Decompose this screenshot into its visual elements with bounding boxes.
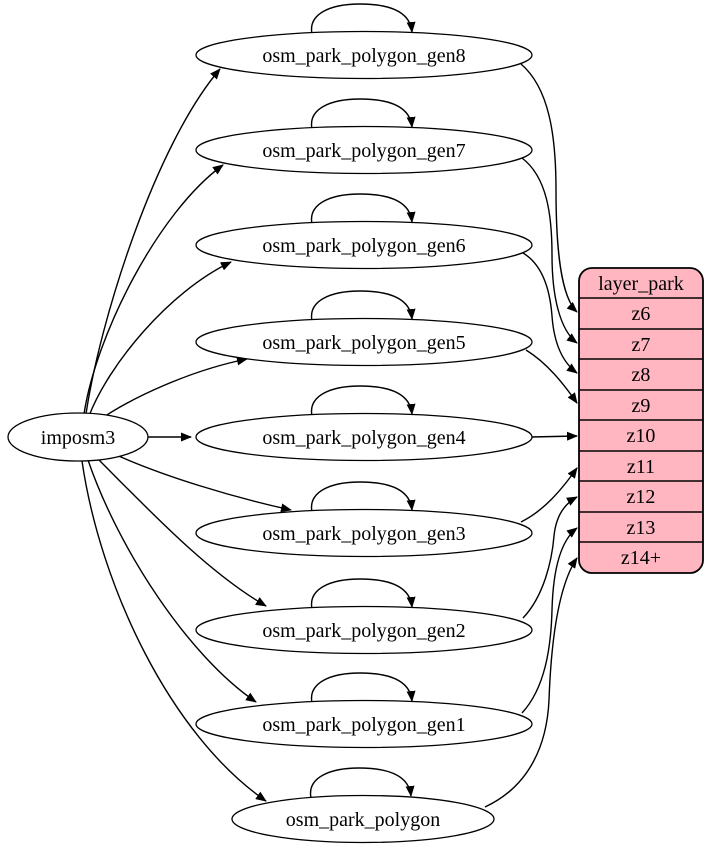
zoom-row-z13: z13 — [627, 517, 656, 539]
self-loop-gen5 — [310, 290, 416, 322]
edge-gen2-to-z12 — [522, 496, 578, 619]
node-osm-park-polygon-gen7: osm_park_polygon_gen7 — [195, 125, 533, 175]
gen3-label: osm_park_polygon_gen3 — [262, 523, 465, 545]
imposm3-ellipse — [7, 412, 149, 462]
gen6-ellipse — [195, 220, 533, 270]
node-osm-park-polygon-gen2: osm_park_polygon_gen2 — [195, 605, 533, 655]
gen7-ellipse — [195, 125, 533, 175]
node-osm-park-polygon-gen3: osm_park_polygon_gen3 — [195, 508, 533, 558]
edge-gen1-to-z13 — [521, 527, 578, 714]
zoom-row-z14: z14+ — [621, 547, 661, 569]
gen1-label: osm_park_polygon_gen1 — [262, 714, 465, 736]
self-loop-edges — [309, 3, 416, 799]
self-loop-polygon — [309, 767, 415, 799]
gen2-ellipse — [195, 605, 533, 655]
edge-imposm3-to-gen7 — [83, 164, 224, 415]
gen4-ellipse — [195, 412, 533, 462]
layer-park-table: layer_park z6 z7 z8 z9 z10 z11 z12 z13 z… — [578, 267, 704, 574]
node-osm-park-polygon-gen5: osm_park_polygon_gen5 — [195, 317, 533, 367]
node-osm-park-polygon-gen1: osm_park_polygon_gen1 — [195, 699, 533, 749]
self-loop-gen8 — [310, 3, 416, 35]
edge-imposm3-to-gen3 — [111, 452, 292, 513]
self-loop-gen2 — [310, 578, 416, 610]
self-loop-gen6 — [310, 193, 416, 225]
edge-gen5-to-z9 — [525, 349, 578, 404]
gen1-ellipse — [195, 699, 533, 749]
node-osm-park-polygon-gen8: osm_park_polygon_gen8 — [195, 30, 533, 80]
gen8-label: osm_park_polygon_gen8 — [262, 45, 465, 67]
layer-park-title: layer_park — [598, 273, 684, 295]
zoom-row-z10: z10 — [627, 425, 656, 447]
gen2-label: osm_park_polygon_gen2 — [262, 620, 465, 642]
zoom-row-z11: z11 — [627, 456, 655, 478]
zoom-row-z6: z6 — [632, 303, 651, 325]
gen4-label: osm_park_polygon_gen4 — [262, 427, 465, 449]
zoom-row-z9: z9 — [632, 395, 651, 417]
gen5-label: osm_park_polygon_gen5 — [262, 332, 465, 354]
edge-imposm3-to-gen5 — [97, 356, 248, 422]
edge-gen3-to-z11 — [520, 467, 578, 523]
gen7-label: osm_park_polygon_gen7 — [262, 140, 465, 162]
self-loop-gen1 — [310, 672, 416, 704]
self-loop-gen4 — [310, 385, 416, 417]
edge-imposm3-to-gen6 — [88, 261, 232, 417]
gen3-ellipse — [195, 508, 533, 558]
node-imposm3: imposm3 — [7, 412, 149, 462]
zoom-row-z12: z12 — [627, 486, 656, 508]
edge-polygon-to-z14 — [484, 557, 578, 808]
node-osm-park-polygon-gen6: osm_park_polygon_gen6 — [195, 220, 533, 270]
gen5-ellipse — [195, 317, 533, 367]
edge-imposm3-to-gen2 — [96, 457, 267, 607]
polygon-ellipse — [231, 794, 495, 844]
node-osm-park-polygon-gen4: osm_park_polygon_gen4 — [195, 412, 533, 462]
node-osm-park-polygon: osm_park_polygon — [231, 794, 495, 844]
edge-gen6-to-z8 — [522, 252, 578, 374]
polygon-label: osm_park_polygon — [286, 809, 440, 831]
edges-to-layer-park — [484, 63, 578, 808]
edge-imposm3-to-polygon — [81, 460, 267, 802]
zoom-row-z7: z7 — [632, 334, 651, 356]
self-loop-gen7 — [310, 98, 416, 130]
edges-from-imposm3 — [81, 68, 292, 802]
gen6-label: osm_park_polygon_gen6 — [262, 235, 465, 257]
edge-gen8-to-z6 — [520, 63, 578, 313]
imposm3-label: imposm3 — [41, 427, 115, 449]
self-loop-gen3 — [310, 481, 416, 513]
edge-gen4-to-z10 — [530, 431, 578, 441]
edge-imposm3-to-gen1 — [87, 459, 257, 703]
gen8-ellipse — [195, 30, 533, 80]
edge-gen7-to-z7 — [521, 157, 578, 344]
zoom-row-z8: z8 — [632, 364, 651, 386]
